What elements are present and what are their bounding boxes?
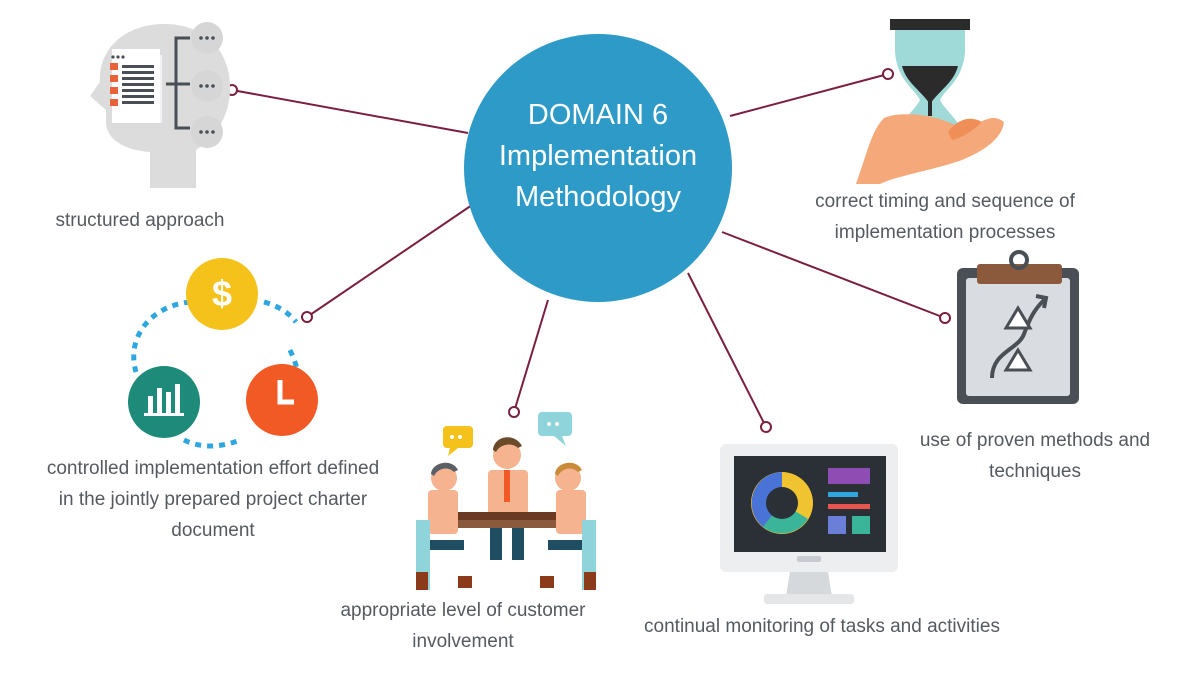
label-line: continual monitoring of tasks and activi… bbox=[644, 616, 1000, 637]
hub-title-line-3: Methodology bbox=[514, 181, 682, 213]
endpoint-effort bbox=[301, 311, 313, 323]
hub-title-line-2: Implementation bbox=[498, 140, 698, 172]
label-proven-methods: use of proven methods and techniques bbox=[890, 425, 1180, 487]
label-line: document bbox=[171, 520, 255, 541]
label-continual-monitoring: continual monitoring of tasks and activi… bbox=[612, 611, 1032, 642]
hourglass-hand-icon bbox=[856, 19, 1004, 184]
label-line: structured approach bbox=[55, 210, 225, 231]
cost-time-cycle-icon bbox=[128, 258, 318, 449]
endpoint-timing bbox=[882, 68, 894, 80]
connector-involvement bbox=[513, 299, 549, 413]
endpoint-methods bbox=[939, 312, 951, 324]
connector-endpoints bbox=[226, 68, 951, 433]
label-line: techniques bbox=[989, 461, 1081, 482]
connectors bbox=[231, 73, 946, 428]
hub-title-line-1: DOMAIN 6 bbox=[527, 99, 669, 131]
label-line: correct timing and sequence of bbox=[815, 191, 1075, 212]
hub-title: DOMAIN 6 Implementation Methodology bbox=[468, 95, 728, 218]
label-correct-timing: correct timing and sequence of implement… bbox=[780, 186, 1110, 248]
label-structured-approach: structured approach bbox=[20, 205, 260, 236]
connector-methods bbox=[721, 231, 946, 319]
label-customer-involvement: appropriate level of customer involvemen… bbox=[313, 595, 613, 657]
connector-timing bbox=[729, 73, 889, 117]
label-controlled-effort: controlled implementation effort defined… bbox=[14, 453, 412, 546]
dollar-icon: $ bbox=[211, 273, 233, 314]
endpoint-involvement bbox=[508, 406, 520, 418]
label-line: controlled implementation effort defined bbox=[46, 458, 380, 479]
label-line: in the jointly prepared project charter bbox=[58, 489, 368, 510]
connector-monitoring bbox=[687, 272, 767, 428]
label-line: use of proven methods and bbox=[919, 430, 1151, 451]
endpoint-monitoring bbox=[760, 421, 772, 433]
head-document-icon bbox=[90, 22, 231, 188]
label-line: implementation processes bbox=[834, 222, 1056, 243]
label-line: appropriate level of customer bbox=[340, 600, 586, 621]
team-meeting-icon bbox=[416, 412, 596, 590]
label-line: involvement bbox=[412, 631, 514, 652]
connector-structured bbox=[231, 89, 469, 134]
monitor-dashboard-icon bbox=[720, 444, 898, 604]
connector-effort bbox=[306, 204, 473, 318]
hub-circle bbox=[464, 34, 732, 302]
clipboard-path-icon bbox=[957, 250, 1079, 404]
